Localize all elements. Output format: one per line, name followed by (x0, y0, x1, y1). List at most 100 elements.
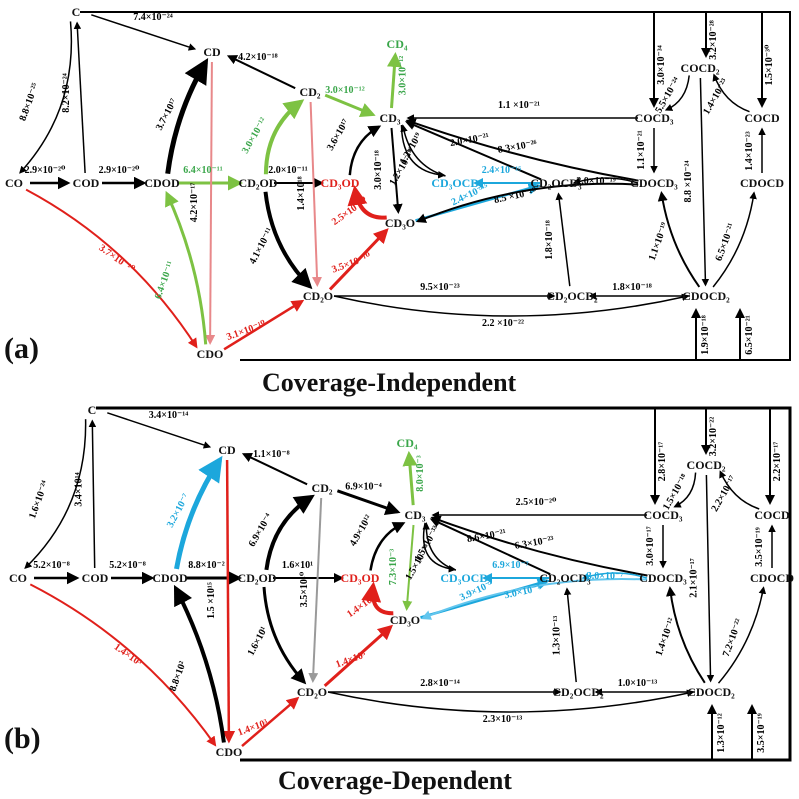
rate-label-a-r28: 2.0×10⁻²¹ (449, 131, 490, 149)
rate-label-b-r21: 1.4×10³ (345, 593, 377, 620)
edge-a-CD2-to-CD3 (324, 93, 376, 117)
rate-label-a-r27: 1.1 ×10⁻²¹ (498, 100, 540, 111)
species-a-CD2: CD₂ (300, 85, 321, 99)
edge-a-COCD2-to-CDOCD2 (699, 77, 710, 287)
species-a-CDO: CDO (197, 347, 224, 361)
rate-label-b-r2: 3.4×10¹⁴ (74, 472, 85, 506)
edge-b-COCD2-to-CDOCD2 (705, 474, 715, 683)
rate-label-b-r8: 1.1×10⁻⁸ (253, 449, 289, 460)
rate-label-b-r10: 6.9×10⁻⁴ (345, 481, 381, 492)
rate-label-b-r34: 1.0×10⁻¹³ (618, 678, 657, 689)
edge-a-CD-to-CDO (205, 61, 216, 345)
rate-label-a-r43: 1.4×10⁻²³ (744, 131, 755, 170)
edge-a-CO-to-CDO (25, 188, 198, 349)
rate-label-b-r47: 3.5×10⁻¹⁹ (756, 713, 767, 752)
edge-a-CD2OD-to-CD2O (263, 191, 313, 290)
species-b-CO: CO (9, 571, 27, 585)
edge-b-C-to-CD (107, 412, 212, 449)
species-b-CD2OD: CD₂OD (238, 571, 277, 585)
species-b-CD3: CD₃ (405, 508, 426, 522)
edge-b-CD3O-to-CD3OD (361, 581, 394, 616)
edge-b-CD3OD-to-CD3 (369, 522, 406, 571)
rate-label-a-r30: 2.0×10⁻¹⁹ (576, 176, 615, 187)
species-a-CD3: CD₃ (380, 111, 401, 125)
rate-label-a-r8: 4.2×10⁻¹⁸ (238, 52, 277, 63)
species-a-CD3OCD3: CD₃OCD₃ (431, 176, 483, 190)
edge-a-CD2-to-CD2O (309, 101, 323, 287)
species-a-CD2OD: CD₂OD (239, 176, 278, 190)
frame-connector-a (80, 11, 791, 361)
rate-label-b-r17: 8.8×10² (168, 660, 189, 693)
rate-label-b-r28: 8.6×10⁻²¹ (466, 527, 507, 545)
species-b-CD2OCD3: CD₂OCD₃ (539, 571, 591, 585)
species-b-CD3OCD3: CD₃OCD₃ (440, 571, 492, 585)
species-b-COD: COD (82, 571, 109, 585)
rate-label-a-r36: 3.0×10⁻³⁴ (656, 45, 667, 84)
rate-label-a-r46: 1.9×10⁻¹⁸ (700, 315, 711, 354)
edge-a-CDOCD3-to-CD3 (405, 118, 639, 182)
rate-label-a-r44: 1.1×10⁻¹⁹ (647, 221, 671, 262)
species-b-COCD3: COCD₃ (644, 508, 683, 522)
species-b-CD2O: CD₂O (297, 685, 327, 699)
rate-label-a-r1: 8.8×10⁻²⁵ (18, 82, 42, 123)
edge-a-CDO-to-CD2O (223, 299, 305, 351)
rate-label-a-r37: 3.2×10⁻²⁸ (708, 20, 719, 59)
rate-label-a-r47: 6.5×10⁻²¹ (744, 315, 755, 354)
caption-b: Coverage-Dependent (278, 766, 512, 795)
rate-label-b-r18: 1.4×10³ (112, 642, 144, 669)
edge-a-COCD2-to-COCD3 (664, 75, 690, 111)
species-b-CD3OD: CD₃OD (341, 571, 380, 585)
rate-label-a-r32: 1.8×10⁻¹⁸ (544, 220, 555, 259)
edge-b-CD2O-to-CDOCD2 (327, 689, 695, 713)
rate-label-b-r12: 1.6×10¹ (282, 560, 313, 571)
edge-b-CDOCD3-to-CD2OCD3 (581, 572, 648, 580)
edge-a-CD3-to-CD4 (386, 52, 402, 109)
species-b-CD3O: CD₃O (390, 613, 420, 627)
species-a-CD4: CD₄ (387, 37, 408, 51)
edge-b-CD-to-CDO (222, 459, 236, 744)
species-b-COCD2: COCD₂ (687, 458, 726, 472)
rate-label-b-r7: 8.8×10⁻² (188, 560, 224, 571)
rate-label-a-r7: 6.4×10⁻¹¹ (183, 165, 222, 176)
rate-label-b-r1: 1.6×10⁻²⁴ (27, 479, 51, 520)
edge-b-CD3-to-CD3O (402, 524, 415, 611)
rate-label-b-r4: 5.2×10⁻⁸ (33, 560, 69, 571)
edge-a-COCD-to-COCD2 (712, 73, 750, 113)
panel-label-a: (a) (4, 332, 39, 365)
edge-a-CD2OCD3-to-CD3 (404, 120, 542, 181)
rate-label-b-r43: 3.5×10⁻¹⁹ (754, 527, 765, 566)
frame-connector-b (96, 406, 792, 762)
edge-a-CD2O-to-CD3O (328, 228, 389, 291)
rate-label-b-r30: 3.0×10⁻⁷ (587, 571, 623, 582)
species-a-COD: COD (73, 176, 100, 190)
rate-label-b-r37: 3.2×10⁻²² (708, 417, 719, 456)
species-b-CD4: CD₄ (397, 436, 418, 450)
edge-a-CDO-to-CDOD (165, 190, 208, 345)
species-b-CDOCD3: CDOCD₃ (639, 571, 687, 585)
edge-a-CD2OCD2-to-CD2OCD3 (555, 192, 571, 287)
species-a-CD3O: CD₃O (385, 216, 415, 230)
rate-label-a-r42: 8.8 ×10⁻²⁴ (683, 161, 694, 203)
rate-label-a-r3: 7.4×10⁻²⁴ (133, 12, 172, 23)
rate-label-a-r14: 1.4×10¹⁸ (296, 176, 307, 210)
edge-a-CDOCD2-to-CDOCD (712, 191, 757, 288)
edge-b-CDOCD2-to-CDOCD3 (666, 586, 706, 684)
edge-b-COCD-to-COCD2 (719, 470, 760, 510)
edge-a-CDOCD2-to-CDOCD3 (657, 191, 701, 288)
rate-label-b-r22: 7.3×10⁻³ (388, 549, 399, 585)
rate-label-b-r31: 3.0×10⁻⁷ (503, 583, 541, 601)
rate-label-a-r35: 2.2 ×10⁻²² (482, 318, 524, 329)
edge-a-CDOCD3-to-CD3O (415, 182, 639, 223)
rate-label-b-r45: 7.2×10⁻²² (721, 617, 745, 658)
species-a-CDOCD3: CDOCD₃ (630, 176, 678, 190)
edge-b-CD3-to-CD3OCD3 (422, 522, 457, 573)
rate-label-a-r25: 2.4×10⁻¹⁵ (482, 165, 521, 176)
rate-label-b-r25: 6.9×10⁻⁷ (492, 560, 528, 571)
rate-label-b-r9: 6.9×10⁻⁴ (247, 512, 275, 549)
species-a-CD2OCD3: CD₂OCD₃ (530, 176, 582, 190)
edge-a-CD3O-to-CD3OD (347, 185, 387, 220)
species-b-CD2: CD₂ (312, 481, 333, 495)
rate-label-b-r27: 2.5×10⁻²⁰ (516, 497, 557, 508)
rate-label-a-r12: 2.0×10⁻¹¹ (268, 165, 307, 176)
rate-label-b-r42: 2.1×10⁻¹⁷ (689, 558, 700, 597)
